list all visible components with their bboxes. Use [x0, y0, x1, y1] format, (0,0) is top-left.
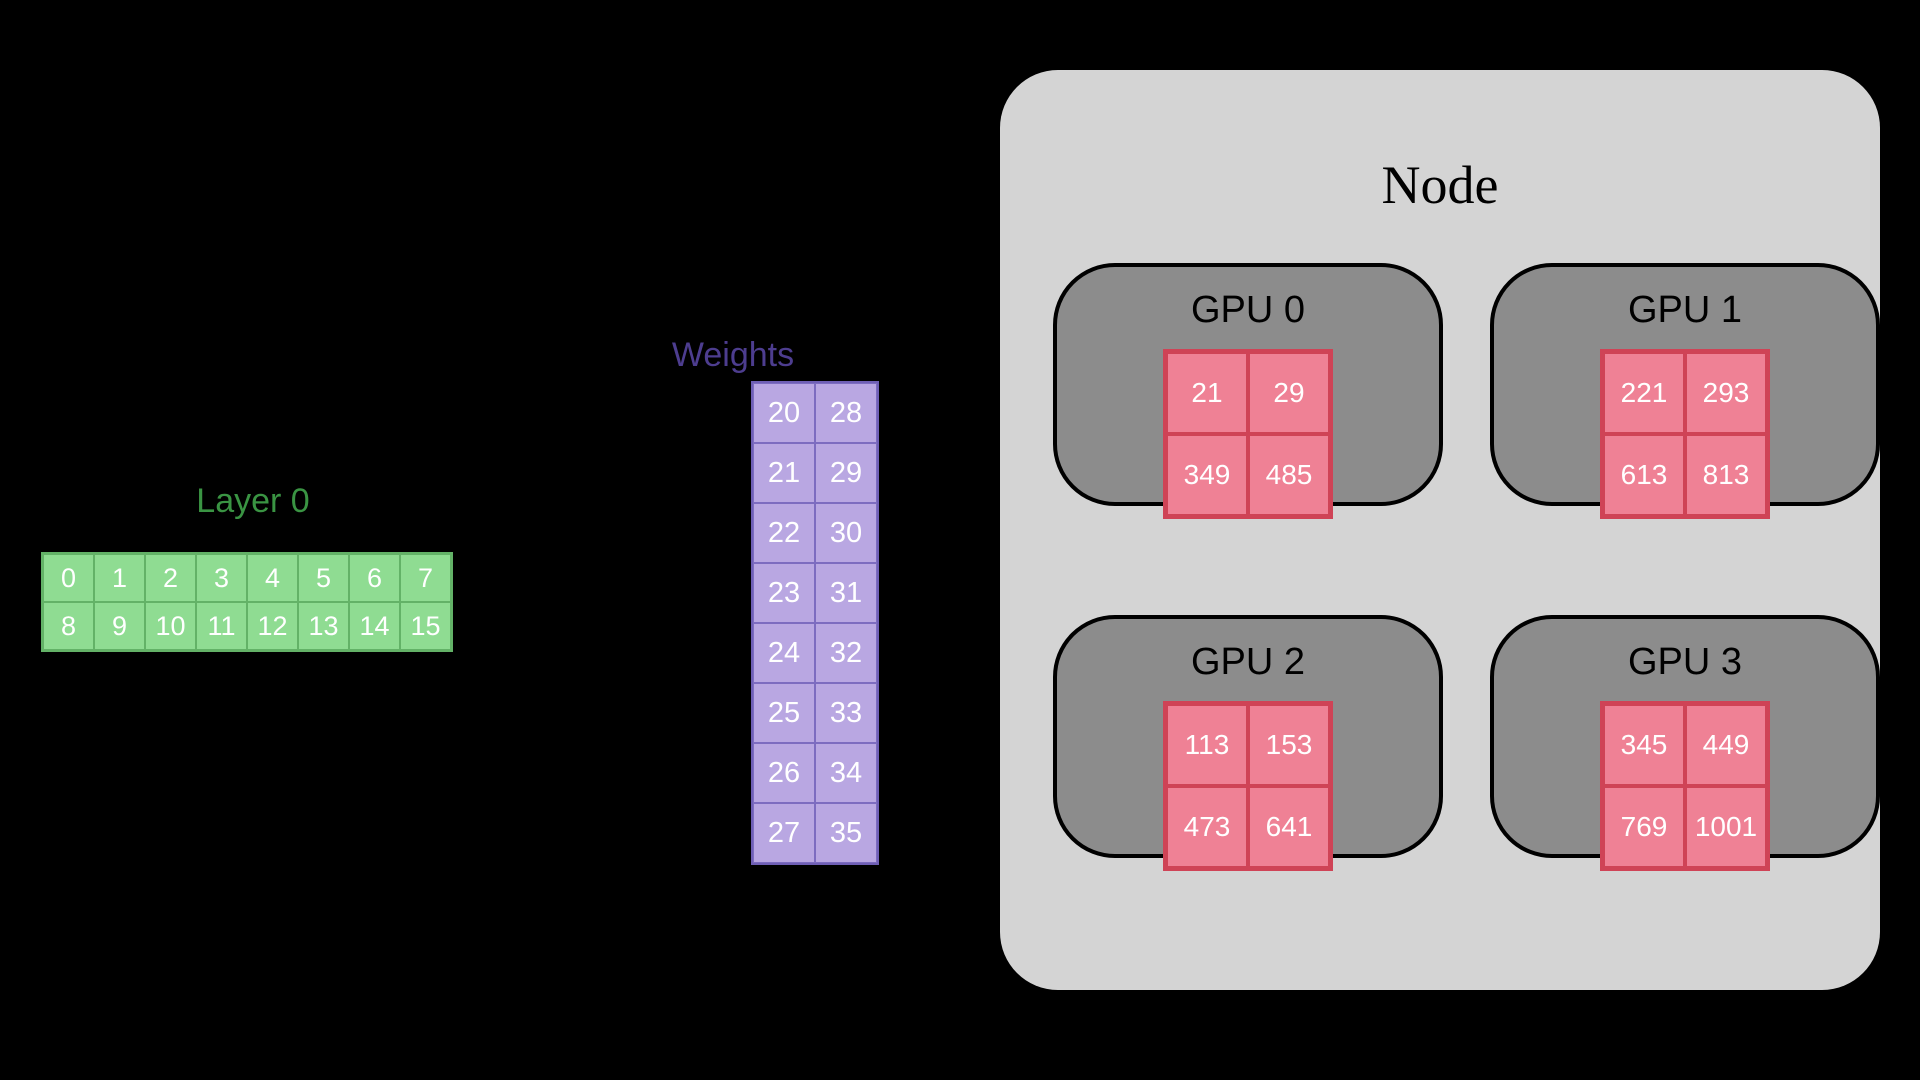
- gpu-2-box: GPU 2 113 153 473 641: [1053, 615, 1443, 871]
- layer-cell: 5: [298, 554, 349, 602]
- gpu-cell: 613: [1603, 434, 1685, 516]
- weights-cell: 35: [815, 803, 877, 863]
- weights-cell: 29: [815, 443, 877, 503]
- gpu-cell: 449: [1685, 704, 1767, 786]
- weights-cell: 25: [753, 683, 815, 743]
- layer-cell: 14: [349, 602, 400, 650]
- layer-cell: 9: [94, 602, 145, 650]
- gpu-3-matrix: 345 449 769 1001: [1600, 701, 1770, 871]
- gpu-cell: 1001: [1685, 786, 1767, 868]
- weights-cell: 23: [753, 563, 815, 623]
- gpu-cell: 349: [1166, 434, 1248, 516]
- gpu-cell: 21: [1166, 352, 1248, 434]
- gpu-3-title: GPU 3: [1627, 641, 1743, 683]
- gpu-1-matrix: 221 293 613 813: [1600, 349, 1770, 519]
- layer-cell: 11: [196, 602, 247, 650]
- weights-cell: 31: [815, 563, 877, 623]
- weights-cell: 34: [815, 743, 877, 803]
- gpu-0-box: GPU 0 21 29 349 485: [1053, 263, 1443, 519]
- layer-cell: 6: [349, 554, 400, 602]
- gpu-cell: 113: [1166, 704, 1248, 786]
- weights-cell: 22: [753, 503, 815, 563]
- gpu-1-box: GPU 1 221 293 613 813: [1490, 263, 1880, 519]
- gpu-cell: 345: [1603, 704, 1685, 786]
- gpu-2-matrix: 113 153 473 641: [1163, 701, 1333, 871]
- weights-cell: 33: [815, 683, 877, 743]
- layer-0-title: Layer 0: [196, 482, 310, 520]
- gpu-cell: 29: [1248, 352, 1330, 434]
- weights-cell: 30: [815, 503, 877, 563]
- layer-cell: 7: [400, 554, 451, 602]
- layer-cell: 8: [43, 602, 94, 650]
- layer-cell: 13: [298, 602, 349, 650]
- layer-cell: 0: [43, 554, 94, 602]
- gpu-cell: 641: [1248, 786, 1330, 868]
- gpu-cell: 293: [1685, 352, 1767, 434]
- weights-cell: 26: [753, 743, 815, 803]
- weights-cell: 32: [815, 623, 877, 683]
- gpu-cell: 813: [1685, 434, 1767, 516]
- weights-title: Weights: [671, 336, 795, 374]
- layer-cell: 15: [400, 602, 451, 650]
- weights-cell: 28: [815, 383, 877, 443]
- gpu-2-title: GPU 2: [1190, 641, 1306, 683]
- weights-matrix: 20 28 21 29 22 30 23 31 24 32 25 33 26 3…: [751, 381, 879, 865]
- layer-cell: 4: [247, 554, 298, 602]
- gpu-0-matrix: 21 29 349 485: [1163, 349, 1333, 519]
- weights-cell: 24: [753, 623, 815, 683]
- weights-cell: 20: [753, 383, 815, 443]
- gpu-1-title: GPU 1: [1627, 289, 1743, 331]
- layer-cell: 2: [145, 554, 196, 602]
- layer-cell: 12: [247, 602, 298, 650]
- weights-cell: 27: [753, 803, 815, 863]
- layer-0-matrix: 0 1 2 3 4 5 6 7 8 9 10 11 12 13 14 15: [41, 552, 453, 652]
- layer-cell: 1: [94, 554, 145, 602]
- gpu-cell: 473: [1166, 786, 1248, 868]
- layer-cell: 10: [145, 602, 196, 650]
- gpu-0-title: GPU 0: [1190, 289, 1306, 331]
- gpu-cell: 153: [1248, 704, 1330, 786]
- weights-cell: 21: [753, 443, 815, 503]
- layer-cell: 3: [196, 554, 247, 602]
- gpu-cell: 769: [1603, 786, 1685, 868]
- gpu-3-box: GPU 3 345 449 769 1001: [1490, 615, 1880, 871]
- gpu-cell: 221: [1603, 352, 1685, 434]
- node-title: Node: [1381, 155, 1499, 215]
- gpu-cell: 485: [1248, 434, 1330, 516]
